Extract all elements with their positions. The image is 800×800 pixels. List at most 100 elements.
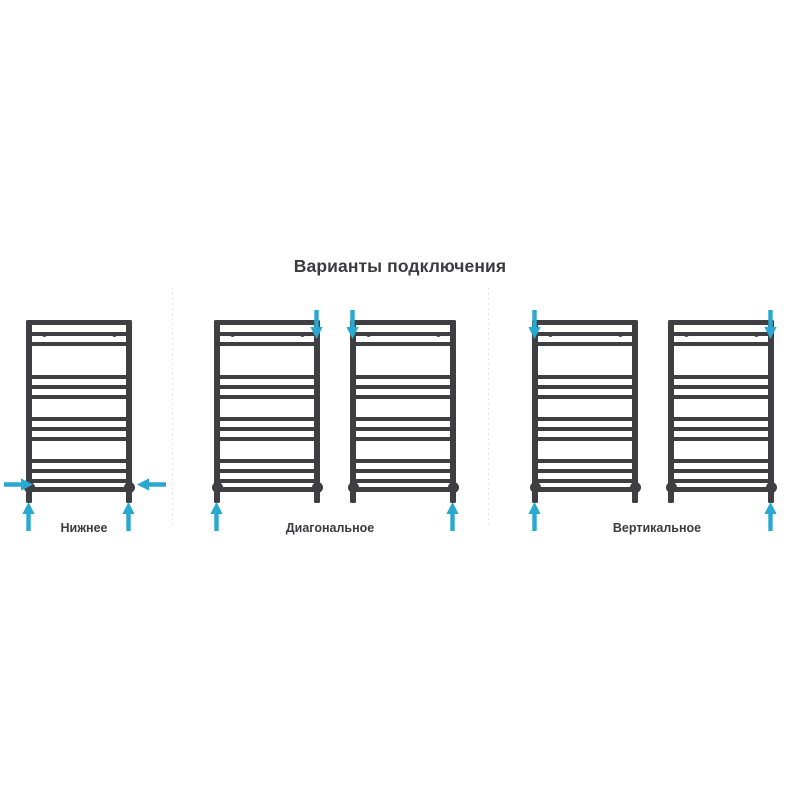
radiator-rung [27, 427, 131, 431]
radiator-unit-3 [347, 320, 459, 503]
radiator-unit-5 [665, 320, 777, 503]
mounting-dot-icon [618, 331, 623, 337]
radiator-side-rail-right [768, 320, 774, 492]
radiator-rung [27, 437, 131, 441]
radiator-rung [27, 342, 131, 346]
inlet-arrow-right-side-icon [136, 478, 166, 491]
mounting-dot-icon [112, 331, 117, 337]
radiator-rung [533, 375, 637, 379]
radiator-rung [669, 459, 773, 463]
radiator-leg-right [768, 492, 774, 503]
radiator-rung [215, 385, 319, 389]
mounting-dot-icon [366, 331, 371, 337]
radiator-rung [533, 487, 637, 492]
radiator-rung [351, 437, 455, 441]
radiator-rung [215, 427, 319, 431]
radiator-rung [351, 427, 455, 431]
radiator-side-rail-right [126, 320, 132, 492]
radiator-rung [351, 417, 455, 421]
radiator-rung [669, 332, 773, 336]
radiator-rung [351, 487, 455, 492]
radiator-valve-right [447, 482, 459, 493]
radiator-rung [215, 487, 319, 492]
radiator-rung [215, 459, 319, 463]
radiator-rung [215, 342, 319, 346]
radiator-leg-left [668, 492, 674, 503]
mounting-dot-icon [42, 331, 47, 337]
radiator-leg-left [214, 492, 220, 503]
mounting-dot-icon [548, 331, 553, 337]
radiator-leg-right [450, 492, 456, 503]
inlet-arrow-left-side-icon [4, 478, 34, 491]
radiator-rung [27, 479, 131, 483]
page-title: Варианты подключения [293, 256, 507, 276]
inlet-arrow-bottom-right-icon [122, 501, 135, 531]
radiator-rung [351, 385, 455, 389]
group-label-bottom: Нижнее [60, 521, 108, 535]
radiator-rung [533, 320, 637, 325]
radiator-unit-2 [211, 320, 323, 503]
group-label-diagonal: Диагональное [285, 521, 375, 535]
radiator-rung [27, 487, 131, 492]
radiator-rung [27, 375, 131, 379]
radiator-rung [351, 320, 455, 325]
radiator-valve-right [123, 482, 135, 493]
group-label-vertical: Вертикальное [612, 521, 702, 535]
mounting-dot-icon [436, 331, 441, 337]
radiator-rung [533, 459, 637, 463]
radiator-rung [533, 437, 637, 441]
radiator-rung [27, 459, 131, 463]
radiator-valve-left [211, 482, 223, 493]
radiator-side-rail-left [668, 320, 674, 492]
radiator-rung [351, 332, 455, 336]
radiator-leg-left [532, 492, 538, 503]
radiator-valve-left [23, 482, 35, 493]
radiator-leg-left [350, 492, 356, 503]
radiator-rung [351, 395, 455, 399]
radiator-rung [351, 469, 455, 473]
radiator-rung [27, 469, 131, 473]
radiator-rung [669, 417, 773, 421]
radiator-rung [533, 417, 637, 421]
radiator-rung [669, 385, 773, 389]
radiator-rung [215, 375, 319, 379]
mounting-dot-icon [230, 331, 235, 337]
radiator-rung [669, 469, 773, 473]
outlet-arrow-bottom-left-icon [210, 501, 223, 531]
radiator-rung [27, 385, 131, 389]
radiator-rung [533, 332, 637, 336]
radiator-rung [669, 487, 773, 492]
inlet-arrow-top-left-icon [528, 310, 541, 340]
radiator-rung [533, 385, 637, 389]
radiator-unit-4 [529, 320, 641, 503]
radiator-rung [351, 479, 455, 483]
radiator-rung [215, 395, 319, 399]
radiator-rung [669, 375, 773, 379]
panel-divider-2 [488, 288, 489, 528]
radiator-leg-left [26, 492, 32, 503]
radiator-rung [669, 437, 773, 441]
radiator-leg-right [126, 492, 132, 503]
radiator-side-rail-right [314, 320, 320, 492]
outlet-arrow-bottom-right-icon [764, 501, 777, 531]
radiator-valve-left [529, 482, 541, 493]
radiator-valve-right [629, 482, 641, 493]
inlet-arrow-top-right-icon [310, 310, 323, 340]
radiator-unit-1 [23, 320, 135, 503]
radiator-rung [669, 395, 773, 399]
radiator-rung [351, 375, 455, 379]
outlet-arrow-bottom-right-icon [446, 501, 459, 531]
radiator-rung [533, 342, 637, 346]
radiator-rung [669, 427, 773, 431]
radiator-rung [215, 332, 319, 336]
outlet-arrow-bottom-left-icon [528, 501, 541, 531]
radiator-rung [215, 417, 319, 421]
mounting-dot-icon [300, 331, 305, 337]
radiator-side-rail-left [26, 320, 32, 492]
radiator-rung [669, 320, 773, 325]
radiator-rung [215, 469, 319, 473]
radiator-rung [533, 479, 637, 483]
radiator-rung [27, 395, 131, 399]
radiator-leg-right [314, 492, 320, 503]
